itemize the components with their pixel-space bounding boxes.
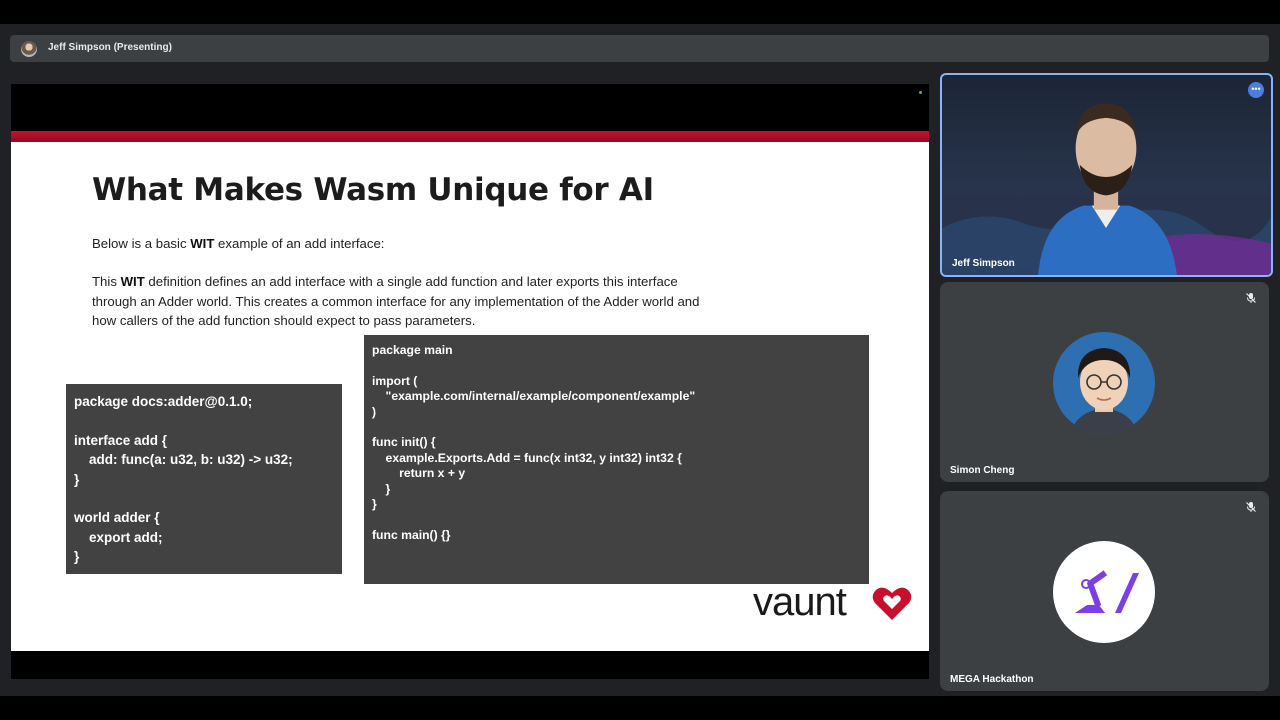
participant-tile-jeff-simpson[interactable]: ••• Jeff Simpson — [940, 73, 1273, 277]
slide-body-paragraph: This WIT definition defines an add inter… — [92, 272, 699, 331]
body-text-2: definition defines an add interface with… — [144, 274, 678, 289]
body-line-2: through an Adder world. This creates a c… — [92, 293, 700, 309]
slide-intro-paragraph: Below is a basic WIT example of an add i… — [92, 234, 384, 254]
speaker-video — [942, 103, 1271, 275]
participant-name: Jeff Simpson — [952, 258, 1015, 269]
participant-name: MEGA Hackathon — [950, 674, 1034, 685]
slide-title: What Makes Wasm Unique for AI — [92, 172, 654, 208]
presenter-avatar — [21, 41, 37, 57]
heart-icon — [872, 587, 912, 620]
intro-text-2: example of an add interface: — [214, 236, 385, 251]
mic-off-icon — [1246, 502, 1256, 512]
body-line-3: how callers of the add function should e… — [92, 313, 476, 328]
participant-tile-simon-cheng[interactable]: Simon Cheng — [940, 282, 1269, 482]
participant-name: Simon Cheng — [950, 465, 1015, 476]
body-bold-wit: WIT — [120, 274, 145, 289]
logo-text: vaunt — [753, 580, 847, 624]
wit-code-block: package docs:adder@0.1.0; interface add … — [66, 384, 342, 574]
intro-text-1: Below is a basic — [92, 236, 191, 251]
presenter-label: Jeff Simpson (Presenting) — [48, 42, 172, 53]
body-line-1: This WIT definition defines an add inter… — [92, 272, 699, 292]
go-code-block: package main import ( "example.com/inter… — [364, 335, 869, 584]
status-indicator — [919, 91, 922, 94]
meeting-window: Jeff Simpson (Presenting) What Makes Was… — [0, 24, 1280, 696]
participant-tile-mega-hackathon[interactable]: MEGA Hackathon — [940, 491, 1269, 691]
more-options-button[interactable]: ••• — [1248, 82, 1264, 98]
vaunt-logo: vaunt — [753, 580, 917, 626]
presenter-bar: Jeff Simpson (Presenting) — [10, 35, 1269, 62]
slide: What Makes Wasm Unique for AI Below is a… — [11, 142, 929, 651]
hackathon-logo — [1053, 541, 1155, 643]
presentation-stage: What Makes Wasm Unique for AI Below is a… — [11, 84, 929, 679]
mic-off-icon — [1246, 293, 1256, 303]
intro-bold-wit: WIT — [190, 236, 215, 251]
body-text-1: This — [92, 274, 121, 289]
slide-header-band — [11, 131, 929, 142]
avatar — [1053, 332, 1155, 434]
